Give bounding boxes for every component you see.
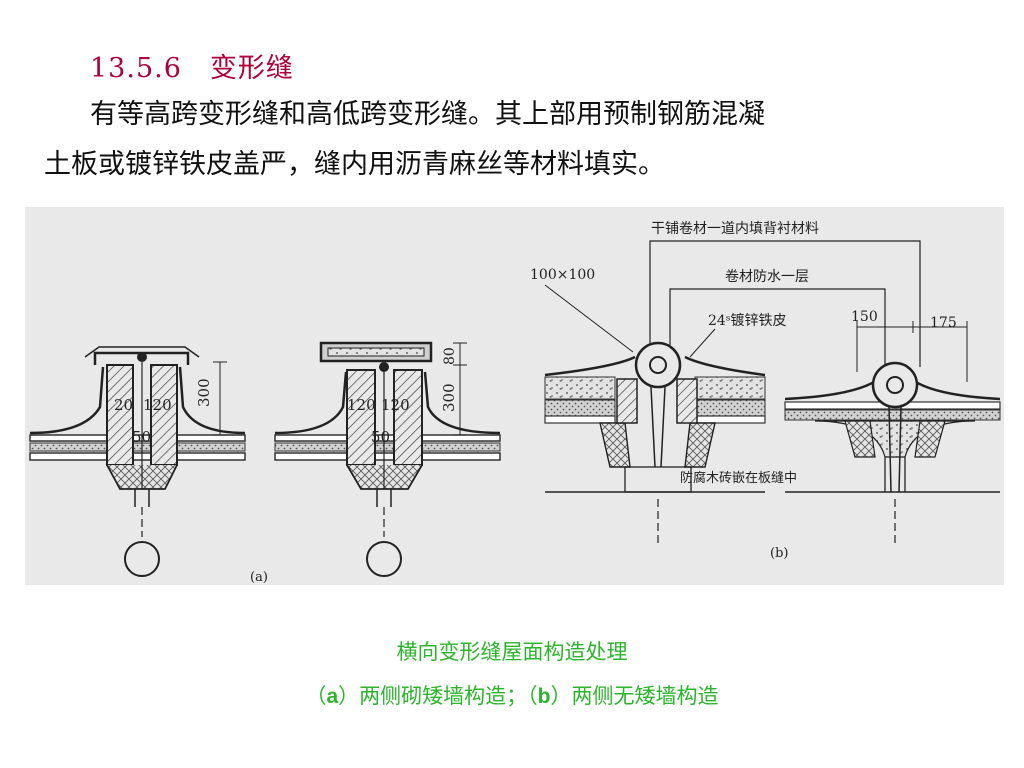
caption-b-text: ）两侧无矮墙构造: [550, 684, 719, 708]
panel-b-label-waterproof: 卷材防水一层: [725, 269, 809, 285]
section-heading: 13.5.6 变形缝: [90, 46, 294, 85]
section-number: 13.5.6: [90, 53, 182, 84]
caption-b-open: （: [527, 684, 538, 708]
panel-b-detail: 干铺卷材一道内填背衬材料 100×100 卷材防水一层 24ˢ镀锌铁皮 150 …: [530, 221, 1001, 547]
panel-a-right-dim-c: 50: [371, 428, 390, 446]
panel-b-label-brick: 防腐木砖嵌在板缝中: [680, 470, 797, 486]
panel-a-right-cap-height: 80: [442, 347, 458, 365]
body-paragraph: 有等高跨变形缝和高低跨变形缝。其上部用预制钢筋混凝 土板或镀锌铁皮盖严，缝内用沥…: [44, 90, 984, 190]
caption-a-letter: a: [326, 685, 339, 708]
panel-b-label-top: 干铺卷材一道内填背衬材料: [651, 221, 819, 237]
panel-a-left-height: 300: [195, 378, 213, 407]
panel-a-right-height: 300: [440, 383, 458, 412]
caption-b-letter: b: [537, 685, 551, 708]
panel-a-right-detail: 80 300 120 120 50: [274, 341, 501, 577]
panel-a-right-dim-a: 120: [347, 396, 376, 414]
paragraph-line-1: 有等高跨变形缝和高低跨变形缝。其上部用预制钢筋混凝: [90, 99, 765, 130]
figure-caption-subtitle: （a）两侧砌矮墙构造；（b）两侧无矮墙构造: [0, 680, 1024, 710]
expansion-joint-diagram: 300 20 120 50 80 300 120 120 50 (a): [25, 207, 1004, 585]
panel-a-right-dim-b: 120: [381, 396, 410, 414]
section-title: 变形缝: [209, 53, 294, 84]
panel-b-tag: (b): [770, 546, 788, 561]
panel-b-dim-175: 175: [930, 315, 957, 331]
panel-b-label-sheet: 24ˢ镀锌铁皮: [708, 312, 787, 329]
caption-a-open: （: [305, 684, 327, 708]
panel-b-label-size: 100×100: [530, 267, 595, 283]
panel-a-left-dim-a: 20: [114, 396, 133, 414]
panel-a-left-dim-b: 120: [143, 396, 172, 414]
figure-caption-title: 横向变形缝屋面构造处理: [396, 640, 628, 664]
panel-b-dim-150: 150: [851, 309, 878, 325]
paragraph-line-2: 土板或镀锌铁皮盖严，缝内用沥青麻丝等材料填实。: [44, 149, 665, 180]
panel-a-left-dim-c: 50: [132, 428, 151, 446]
panel-a-left-detail: 300 20 120 50: [29, 346, 246, 577]
caption-a-text: ）两侧砌矮墙构造；: [338, 684, 528, 708]
panel-a-tag: (a): [250, 570, 268, 585]
